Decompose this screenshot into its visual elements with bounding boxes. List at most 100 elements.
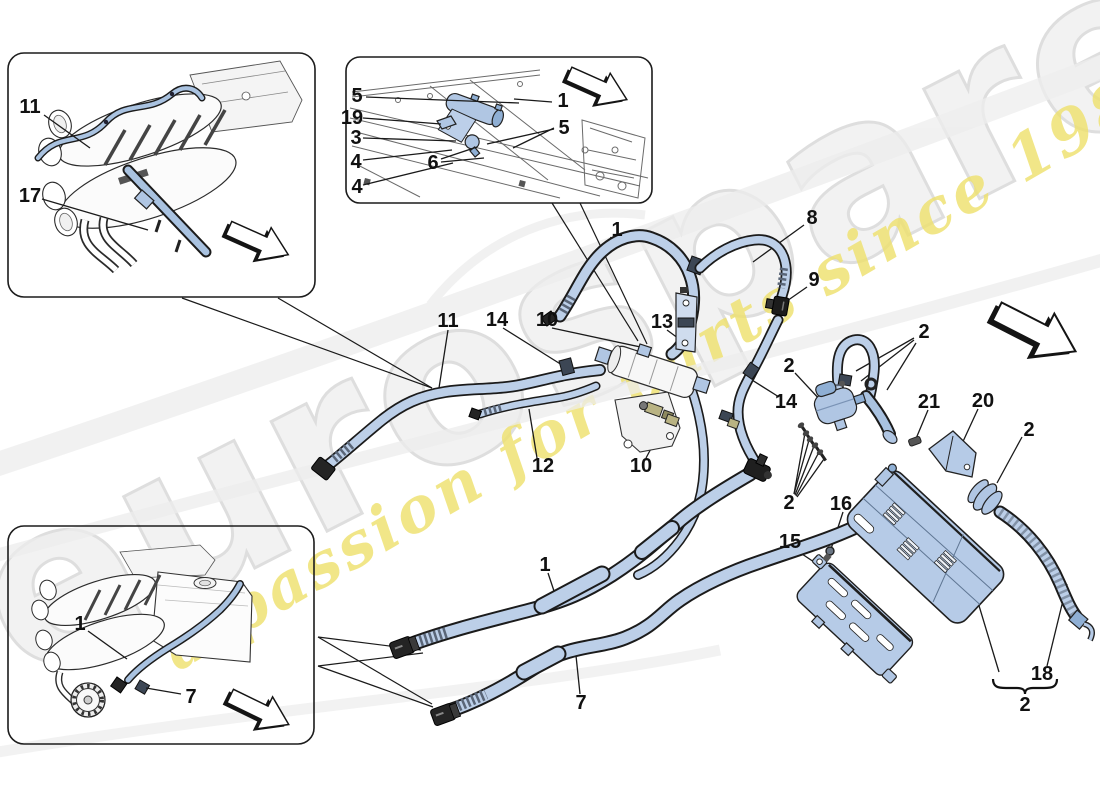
- leader-line: [914, 409, 929, 442]
- leader-line: [440, 146, 478, 160]
- hose11-end-connector: [311, 456, 336, 481]
- part-number-label: 4: [351, 176, 363, 198]
- part-number-label: 13: [651, 311, 673, 333]
- hose-part1: [389, 466, 758, 659]
- leader-line: [486, 128, 555, 145]
- clip-part21: [908, 435, 922, 447]
- retaining-clips: [797, 422, 827, 462]
- heat-shield-part15: [796, 554, 914, 684]
- separator-body: [594, 345, 711, 399]
- leader-line: [528, 408, 538, 459]
- part-number-label: 11: [19, 96, 40, 118]
- part-number-label: 5: [351, 85, 362, 107]
- leader-line: [512, 127, 555, 149]
- part-number-label: 2: [1019, 694, 1030, 716]
- part-number-label: 18: [1031, 663, 1053, 685]
- vapour-hose-part1-inset: [109, 580, 244, 695]
- leader-line: [145, 687, 182, 695]
- vent-hose-part11: [34, 84, 206, 162]
- leader-line: [362, 162, 454, 186]
- leader-line: [365, 96, 520, 104]
- engine-tank-illustration: [31, 544, 253, 718]
- cam-cover-ribs: [103, 109, 227, 166]
- group-brace: [991, 678, 1059, 695]
- part-number-label: 2: [783, 492, 794, 514]
- cover-part20: [928, 430, 977, 478]
- part-number-label: 12: [532, 455, 554, 477]
- hose-separator-return: [633, 375, 709, 580]
- y-connector: [743, 453, 772, 482]
- charcoal-canister: [846, 463, 1005, 624]
- part-number-label: 10: [630, 455, 652, 477]
- part-number-label: 7: [185, 686, 196, 708]
- fitting-cluster: [718, 409, 741, 430]
- hose-part11: [311, 357, 606, 481]
- leader-line: [362, 117, 442, 125]
- part-number-label: 19: [341, 107, 363, 129]
- inset-pointer-line: [579, 202, 648, 345]
- part-number-label: 6: [427, 152, 438, 174]
- hose7-connector: [430, 702, 462, 726]
- leader-line: [976, 598, 1000, 673]
- part-number-label: 1: [539, 554, 550, 576]
- part-number-label: 11: [437, 310, 458, 332]
- part-number-label: 14: [486, 309, 509, 331]
- leader-line: [438, 329, 449, 389]
- part-number-label: 1: [74, 613, 85, 635]
- crank-pulley: [70, 682, 106, 718]
- part-number-label: 21: [918, 391, 940, 413]
- inset-pointer-line: [277, 297, 433, 389]
- ribbed-coupling-part2: [967, 479, 1003, 515]
- inset-box-chassis-detail: [345, 56, 653, 204]
- part-number-label: 14: [775, 391, 798, 413]
- leader-line: [41, 198, 149, 231]
- engine-intake-illustration: [34, 60, 303, 274]
- hose-part12: [468, 381, 601, 421]
- leader-line: [513, 98, 553, 103]
- part-number-label: 2: [783, 355, 794, 377]
- leader-line: [796, 458, 825, 498]
- connector-part9: [764, 295, 790, 317]
- purge-valve-part2: [813, 380, 867, 432]
- vapour-separator-assembly: [594, 343, 711, 453]
- part-number-label: 8: [806, 207, 817, 229]
- part-number-label: 5: [558, 117, 569, 139]
- inset-pointer-line: [181, 297, 433, 389]
- inset-box-engine-tank: [7, 525, 315, 745]
- hose1-connector: [389, 635, 421, 659]
- part-number-label: 1: [557, 90, 568, 112]
- hose-riser: [718, 314, 784, 482]
- leader-line: [551, 327, 646, 349]
- inset-box-intake-manifold: [7, 52, 316, 298]
- leader-line: [440, 157, 485, 163]
- throttle-inlets: [38, 109, 78, 237]
- clamp-part14-right: [742, 361, 761, 381]
- part-number-label: 1: [611, 219, 622, 241]
- part-number-label: 2: [918, 321, 929, 343]
- separator-top-fitting: [636, 343, 653, 358]
- leader-line: [996, 436, 1023, 484]
- background-swoosh-curves: [0, 54, 1100, 758]
- bolt-part16: [822, 546, 835, 563]
- bracket-part13: [675, 287, 698, 353]
- leader-line: [362, 149, 453, 161]
- part-number-label: 15: [779, 531, 801, 553]
- part-number-label: 4: [350, 151, 362, 173]
- leader-line: [502, 327, 563, 366]
- leader-line: [795, 451, 820, 497]
- leader-line: [362, 137, 457, 142]
- part-number-label: 7: [575, 692, 586, 714]
- direction-arrow: [557, 56, 635, 120]
- leader-line: [793, 439, 810, 495]
- leader-line: [794, 445, 815, 496]
- leader-line: [43, 114, 91, 149]
- leader-line: [855, 337, 915, 372]
- hose-part8: [694, 234, 792, 317]
- corrugated-hose-part18: [993, 505, 1095, 642]
- part-number-label: 2: [1023, 419, 1034, 441]
- leader-line: [87, 630, 128, 660]
- rail-part17: [122, 164, 212, 258]
